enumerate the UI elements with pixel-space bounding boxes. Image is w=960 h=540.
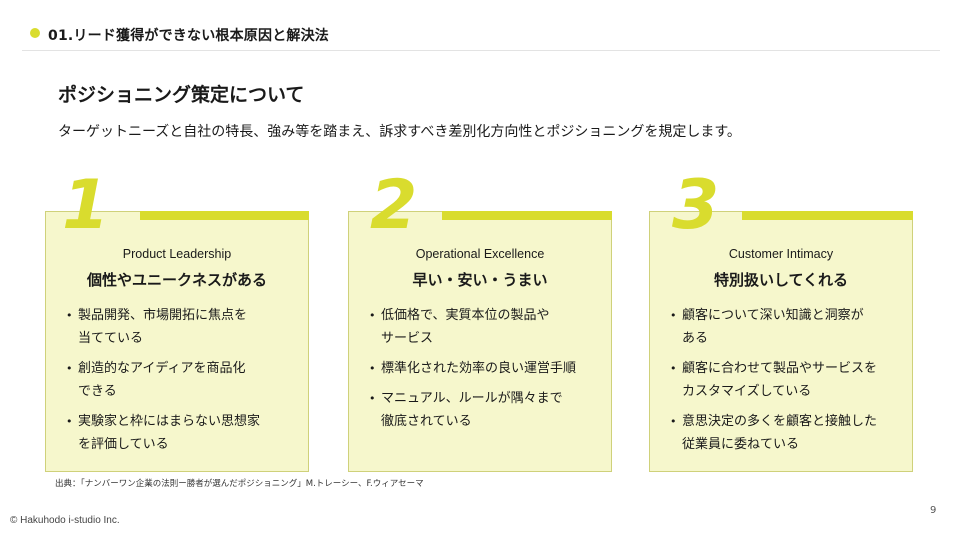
card-operational-excellence: Operational Excellence 早い・安い・うまい 低価格で、実質… [348,211,612,472]
card-product-leadership: Product Leadership 個性やユニークネスがある 製品開発、市場開… [45,211,309,472]
page-number: 9 [930,505,937,516]
card-en-label: Product Leadership [122,247,232,261]
header-bullet-dot [30,28,40,38]
card-number: 1 [62,166,110,245]
copyright-notice: © Hakuhodo i-studio Inc. [10,515,120,526]
source-citation: 出典：「ナンバーワン企業の法則ー勝者が選んだポジショニング」M.トレーシー、F.… [55,479,424,489]
card-accent-bar [442,211,612,220]
bullet-item: 標準化された効率の良い運営手順 [369,357,601,380]
card-en-label: Customer Intimacy [728,247,834,261]
slide-title: ポジショニング策定について [58,84,305,106]
card-jp-label: 特別扱いしてくれる [713,271,849,289]
card-jp-label: 早い・安い・うまい [412,271,548,289]
slide-lead-text: ターゲットニーズと自社の特長、強み等を踏まえ、訴求すべき差別化方向性とポジショニ… [58,124,741,140]
section-title: 01.リード獲得ができない根本原因と解決法 [48,28,329,44]
card-en-label: Operational Excellence [415,247,545,261]
card-jp-label: 個性やユニークネスがある [86,271,267,289]
header-divider [22,50,940,51]
card-number: 3 [672,166,720,245]
card-number: 2 [370,166,418,245]
card-customer-intimacy: Customer Intimacy 特別扱いしてくれる 顧客について深い知識と洞… [649,211,913,472]
card-accent-bar [140,211,309,220]
card-accent-bar [742,211,913,220]
